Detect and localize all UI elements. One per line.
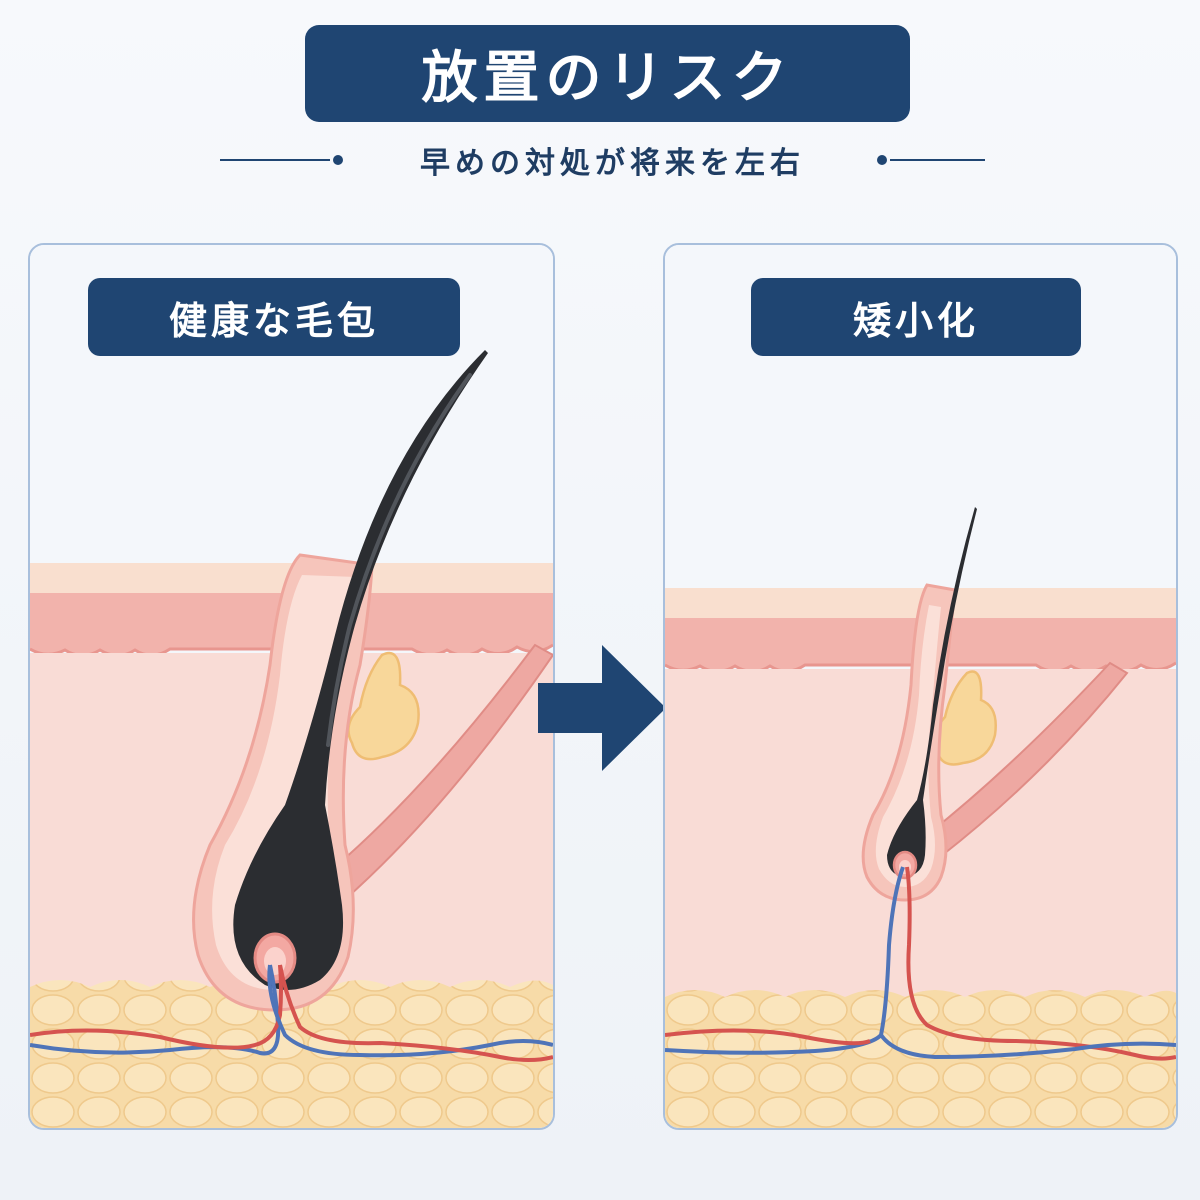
panel-healthy-follicle: 健康な毛包 xyxy=(28,243,555,1130)
page-title: 放置のリスク xyxy=(421,46,794,111)
sebaceous-gland xyxy=(347,651,420,761)
healthy-follicle-illustration xyxy=(30,245,553,1128)
miniaturized-follicle-illustration xyxy=(665,245,1176,1128)
subtitle-line-right xyxy=(890,159,985,161)
artery-left xyxy=(30,964,283,1050)
subtitle-line-left xyxy=(220,159,330,161)
page-subtitle: 早めの対処が将来を左右 xyxy=(420,146,805,181)
fat-layer xyxy=(665,990,1176,1128)
artery-left xyxy=(665,1028,871,1046)
subtitle-dot-left xyxy=(333,155,343,165)
arrector-pili-muscle xyxy=(925,661,1129,859)
title-banner: 放置のリスク xyxy=(305,25,910,122)
sebaceous-gland xyxy=(933,670,997,766)
subtitle-row: 早めの対処が将来を左右 xyxy=(220,140,985,190)
arrector-pili-muscle xyxy=(333,643,553,897)
vein-right xyxy=(267,964,553,1058)
hair-shaft-thick xyxy=(233,350,488,990)
panel-miniaturized-follicle: 矮小化 xyxy=(663,243,1178,1130)
hair-shaft-thin xyxy=(887,507,977,877)
panel-label-miniaturized: 矮小化 xyxy=(751,278,1081,356)
fat-layer xyxy=(30,980,553,1128)
subtitle-dot-right xyxy=(877,155,887,165)
artery-right xyxy=(278,964,553,1062)
vein-right xyxy=(879,1033,1176,1060)
right-arrow-icon xyxy=(538,645,666,771)
artery-right xyxy=(905,866,1176,1061)
panel-label-healthy: 健康な毛包 xyxy=(88,278,460,356)
